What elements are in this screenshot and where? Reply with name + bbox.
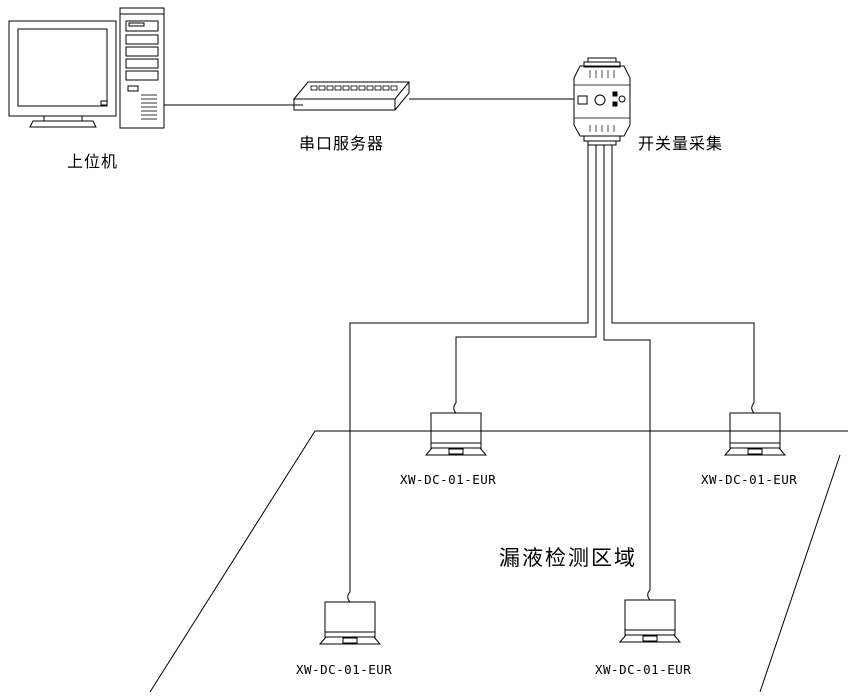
sensor-model-label: XW-DC-01-EUR (296, 662, 393, 677)
sensor-model-label: XW-DC-01-EUR (595, 662, 692, 677)
cable-to-sensor-top-right (611, 145, 755, 403)
sensor-cables (349, 145, 755, 592)
cable-to-sensor-bottom-left (349, 145, 589, 592)
sensor-model-label: XW-DC-01-EUR (400, 472, 497, 487)
leak-detection-zone-outline (149, 430, 848, 693)
cable-to-sensor-top-left (455, 145, 597, 403)
serial-server-label: 串口服务器 (299, 134, 385, 153)
sensor-model-label: XW-DC-01-EUR (701, 472, 798, 487)
leak-sensor-icon (424, 402, 488, 456)
leak-sensor-icon (723, 402, 787, 456)
serial-server-icon (292, 81, 411, 111)
leak-sensor-icon (618, 589, 682, 643)
pc-tower-icon (119, 7, 165, 129)
host-computer-label: 上位机 (67, 152, 119, 171)
switch-collector-label: 开关量采集 (638, 134, 724, 153)
leak-zone-label: 漏液检测区域 (499, 546, 637, 570)
monitor-icon (8, 20, 117, 128)
leak-sensor-icon (318, 591, 382, 645)
cable-to-sensor-bottom-right (603, 145, 651, 590)
switch-collector-icon (573, 57, 631, 146)
